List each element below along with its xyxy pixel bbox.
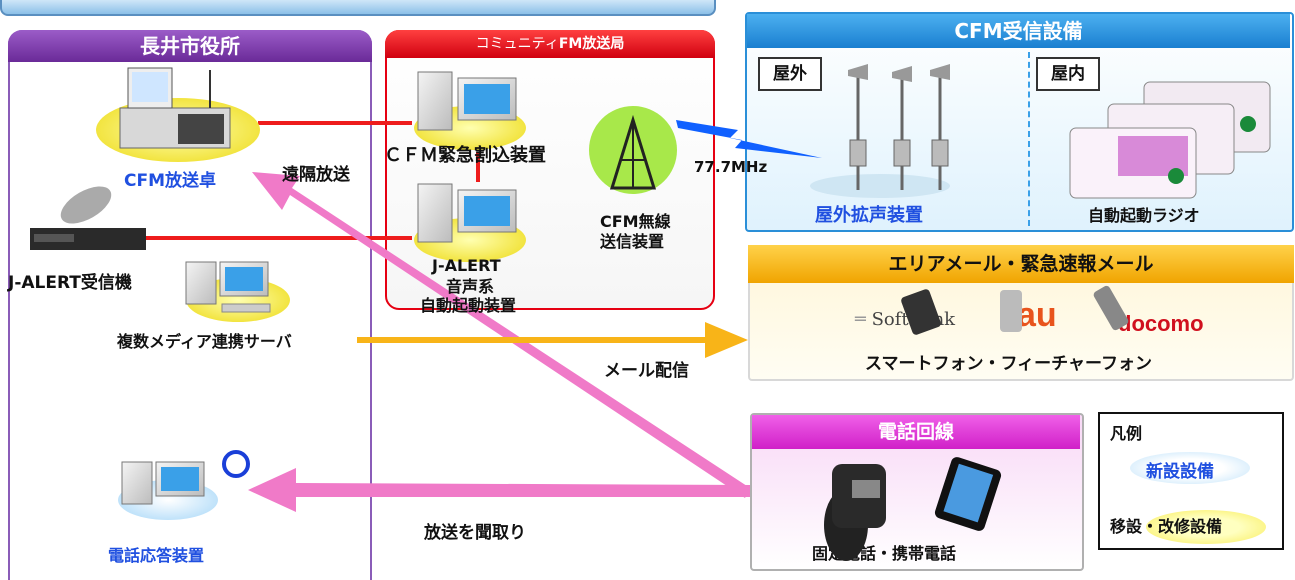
listen-broadcast-label: 放送を聞取り [424, 523, 526, 543]
broadcast-desk-icon [96, 67, 260, 162]
broadcast-desk-label: CFM放送卓 [124, 171, 217, 191]
pink-arrow-remote-broadcast [252, 172, 750, 498]
au-logo: au [1017, 296, 1057, 334]
fm-station-title-prefix: コミュニティ [475, 36, 559, 52]
phone-devices-icon [824, 457, 1002, 561]
cfm-divider [1028, 52, 1030, 226]
legend-title: 凡例 [1110, 424, 1143, 443]
remote-broadcast-label: 遠隔放送 [282, 165, 350, 185]
docomo-logo: docomo [1118, 311, 1204, 336]
city-hall-title: 長井市役所 [140, 34, 240, 58]
multi-media-server-icon [185, 261, 290, 322]
auto-start-radio-icon [1069, 81, 1271, 199]
jalert-auto-start-device-icon [414, 183, 526, 262]
area-mail-title: エリアメール・緊急速報メール [888, 253, 1154, 275]
carrier-phone-icons [901, 285, 1129, 335]
jalert-auto-start-line2: 音声系 [446, 277, 495, 296]
outdoor-speaker-label: 屋外拡声装置 [815, 205, 923, 226]
legend-new-equipment: 新設設備 [1146, 462, 1214, 482]
orange-arrow-mail [357, 322, 748, 358]
area-mail-header: エリアメール・緊急速報メール [748, 245, 1294, 283]
pink-arrows [248, 172, 750, 512]
top-tab [0, 0, 716, 16]
legend-relocated-equipment: 移設・改修設備 [1110, 517, 1223, 536]
jalert-auto-start-line1: J-ALERT [432, 256, 501, 275]
wireless-transmitter-line1: CFM無線 [600, 212, 671, 231]
mail-delivery-label: メール配信 [604, 361, 689, 381]
fm-station-title-suffix: FM放送局 [558, 36, 625, 52]
outdoor-label: 屋外 [758, 57, 822, 91]
wireless-transmitter-icon [589, 106, 677, 194]
outdoor-speaker-icon [810, 64, 950, 198]
emergency-interrupt-label: ＣＦＭ緊急割込装置 [384, 145, 546, 166]
phone-line-title: 電話回線 [877, 421, 954, 443]
legend-new-ellipse [1130, 452, 1250, 484]
indoor-label: 屋内 [1036, 57, 1100, 91]
phone-answer-device-label: 電話応答装置 [108, 546, 205, 565]
multi-media-server-label: 複数メディア連携サーバ [117, 332, 292, 351]
jalert-receiver-icon [30, 186, 146, 250]
wireless-transmitter-line2: 送信装置 [600, 232, 665, 251]
cfm-receiver-title: CFM受信設備 [954, 19, 1083, 43]
frequency-label: 77.7MHz [694, 158, 768, 176]
jalert-receiver-label: J-ALERT受信機 [8, 273, 132, 293]
phone-answer-device-icon [118, 450, 250, 520]
area-mail-devices: スマートフォン・フィーチャーフォン [865, 354, 1152, 374]
phone-line-header: 電話回線 [752, 415, 1080, 449]
auto-radio-label: 自動起動ラジオ [1088, 206, 1200, 225]
cfm-receiver-header: CFM受信設備 [747, 14, 1290, 48]
jalert-auto-start-line3: 自動起動装置 [420, 296, 517, 315]
legend-relocated-ellipse [1146, 510, 1266, 544]
radio-wave-bolt-icon [676, 120, 822, 158]
emergency-interrupt-device-icon [414, 71, 526, 150]
city-hall-header: 長井市役所 [8, 30, 372, 62]
fm-station-header: コミュニティFM放送局 [385, 30, 715, 58]
pink-arrow-listen-broadcast [248, 468, 750, 512]
